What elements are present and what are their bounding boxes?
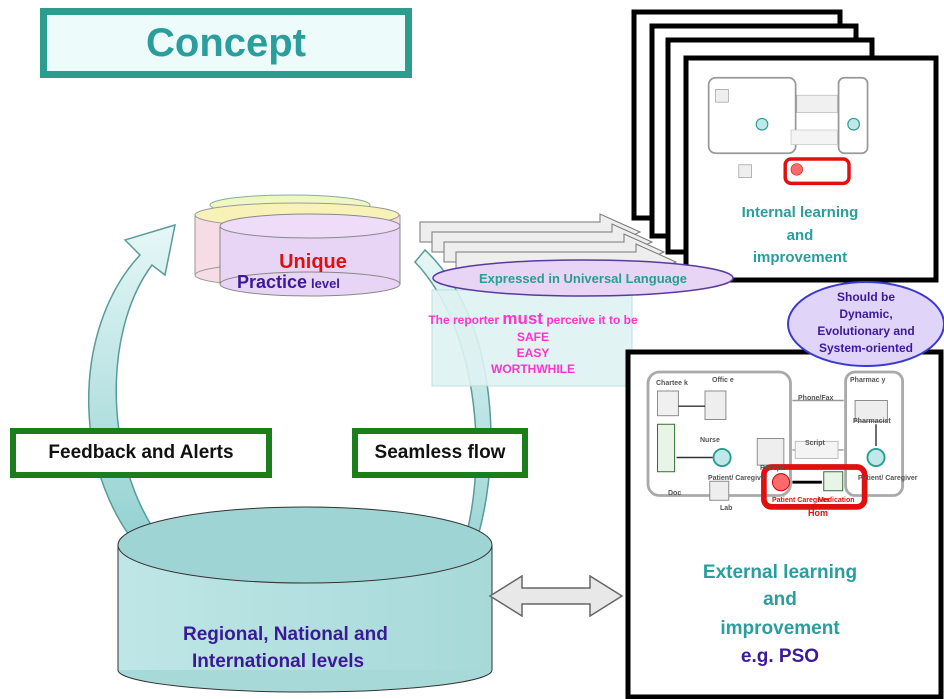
feedback-alerts-box: Feedback and Alerts <box>10 428 272 478</box>
external-line-1: External learning <box>703 562 857 583</box>
regional-line-1: Regional, National and <box>183 624 388 645</box>
external-example: e.g. PSO <box>741 646 819 667</box>
wf-home-label: Hom <box>808 508 828 518</box>
wf-doc-label: Doc <box>668 490 681 497</box>
practice-level-label: level <box>311 276 340 291</box>
should-be-line-1: Should be <box>837 290 895 304</box>
should-be-line-3: Evolutionary and <box>817 324 914 338</box>
reporter-line: The reporter must perceive it to be <box>428 309 638 328</box>
external-workflow-diagram <box>646 370 905 510</box>
wf-office-label: Offic e <box>712 377 734 384</box>
wf-reception-label: Recept. <box>760 465 785 472</box>
wf-lab-label: Lab <box>720 505 732 512</box>
should-be-line-2: Dynamic, <box>839 307 892 321</box>
universal-language-oval <box>432 259 734 297</box>
external-line-3: improvement <box>720 618 840 639</box>
external-page <box>625 349 944 699</box>
page-title: Concept <box>40 8 412 78</box>
wf-home-patient-label: Patient Caregiver <box>772 497 830 504</box>
internal-line-1: Internal learning <box>742 204 859 221</box>
wf-script-label: Script <box>805 440 826 447</box>
internal-line-2: and <box>787 227 814 244</box>
feedback-arrow <box>88 223 176 562</box>
internal-workflow-diagram <box>707 76 869 186</box>
reporter-prefix: The reporter <box>428 313 499 327</box>
reporter-item-easy: EASY <box>517 346 550 360</box>
unique-label: Unique <box>279 251 347 273</box>
wf-pharmacist-label: Pharmacist <box>853 418 891 425</box>
stacked-gray-arrows <box>419 213 678 281</box>
wf-phonefax-label: Phone/Fax <box>798 395 834 402</box>
should-be-oval <box>787 281 944 367</box>
wf-medication-label: Medication <box>818 497 855 504</box>
unique-practice-cylinder <box>194 194 401 297</box>
reporter-suffix: perceive it to be <box>546 313 638 327</box>
wf-chart-label: Chartee k <box>656 380 688 387</box>
regional-line-2: International levels <box>192 651 364 672</box>
wf-patient-label: Patient/ Caregiver <box>708 475 768 482</box>
regional-cylinder <box>117 506 493 693</box>
reporter-must: must <box>502 309 543 328</box>
wf-pharmacy-label: Pharmac y <box>850 377 886 384</box>
seamless-flow-box: Seamless flow <box>352 428 528 478</box>
internal-page-stack <box>631 9 939 283</box>
wf-nurse-label: Nurse <box>700 437 720 444</box>
should-be-line-4: System-oriented <box>819 341 913 355</box>
practice-label: Practice <box>237 272 307 292</box>
reporter-item-worthwhile: WORTHWHILE <box>491 362 575 376</box>
reporter-item-safe: SAFE <box>517 330 549 344</box>
external-line-2: and <box>763 589 797 610</box>
wf-patient2-label: Patient/ Caregiver <box>858 475 918 482</box>
internal-line-3: improvement <box>753 249 847 266</box>
universal-language-text: Expressed in Universal Language <box>479 271 687 286</box>
reporter-box <box>431 289 633 387</box>
double-arrow <box>488 574 624 618</box>
